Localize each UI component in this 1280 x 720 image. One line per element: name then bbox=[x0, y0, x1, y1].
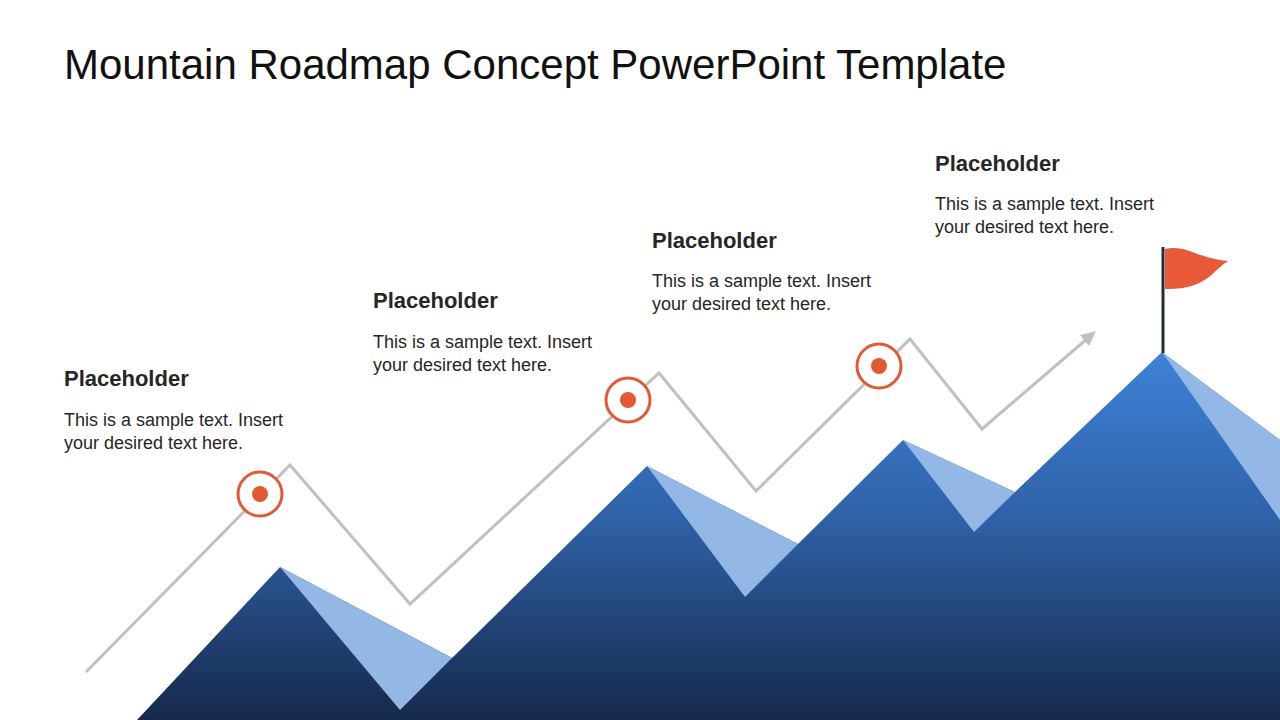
mountain-shade bbox=[903, 440, 1015, 532]
mountain-shade bbox=[1162, 352, 1280, 520]
target-marker bbox=[238, 472, 282, 516]
mountain-range bbox=[137, 352, 1280, 720]
mountain-shade bbox=[647, 466, 798, 597]
target-marker bbox=[606, 378, 650, 422]
step-heading: Placeholder bbox=[64, 366, 189, 392]
flag bbox=[1165, 248, 1228, 289]
arrow-head bbox=[1080, 331, 1096, 346]
step-description: This is a sample text. Insert your desir… bbox=[373, 331, 623, 377]
step-description: This is a sample text. Insert your desir… bbox=[64, 409, 314, 455]
target-marker bbox=[857, 344, 901, 388]
flag-pole bbox=[1162, 247, 1165, 353]
step-description: This is a sample text. Insert your desir… bbox=[935, 193, 1185, 239]
step-description: This is a sample text. Insert your desir… bbox=[652, 270, 902, 316]
step-heading: Placeholder bbox=[373, 288, 498, 314]
slide-title: Mountain Roadmap Concept PowerPoint Temp… bbox=[64, 42, 1006, 88]
step-heading: Placeholder bbox=[935, 151, 1060, 177]
progress-line bbox=[86, 338, 1088, 672]
step-heading: Placeholder bbox=[652, 228, 777, 254]
